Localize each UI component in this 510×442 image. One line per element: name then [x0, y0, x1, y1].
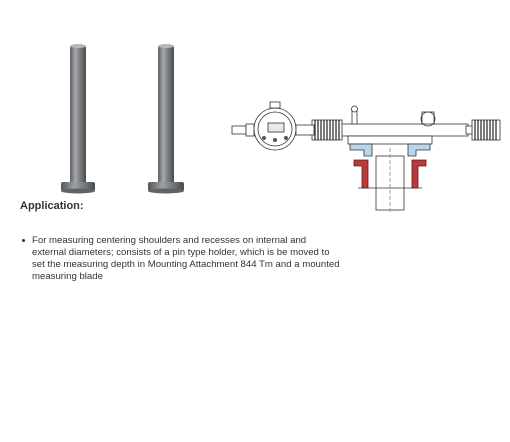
pin-holder-photo	[61, 44, 184, 194]
left-grip	[311, 119, 343, 141]
list-item-text: For measuring centering shoulders and re…	[32, 235, 340, 282]
list-item: For measuring centering shoulders and re…	[22, 235, 342, 283]
dial-indicator-diagram	[231, 101, 501, 214]
right-grip	[465, 119, 501, 141]
pin-right	[148, 44, 184, 194]
application-list: For measuring centering shoulders and re…	[22, 235, 342, 283]
application-heading: Application:	[20, 200, 84, 212]
dial-gauge-icon	[231, 101, 315, 151]
pin-left	[61, 44, 95, 194]
bullet-icon	[22, 239, 25, 242]
